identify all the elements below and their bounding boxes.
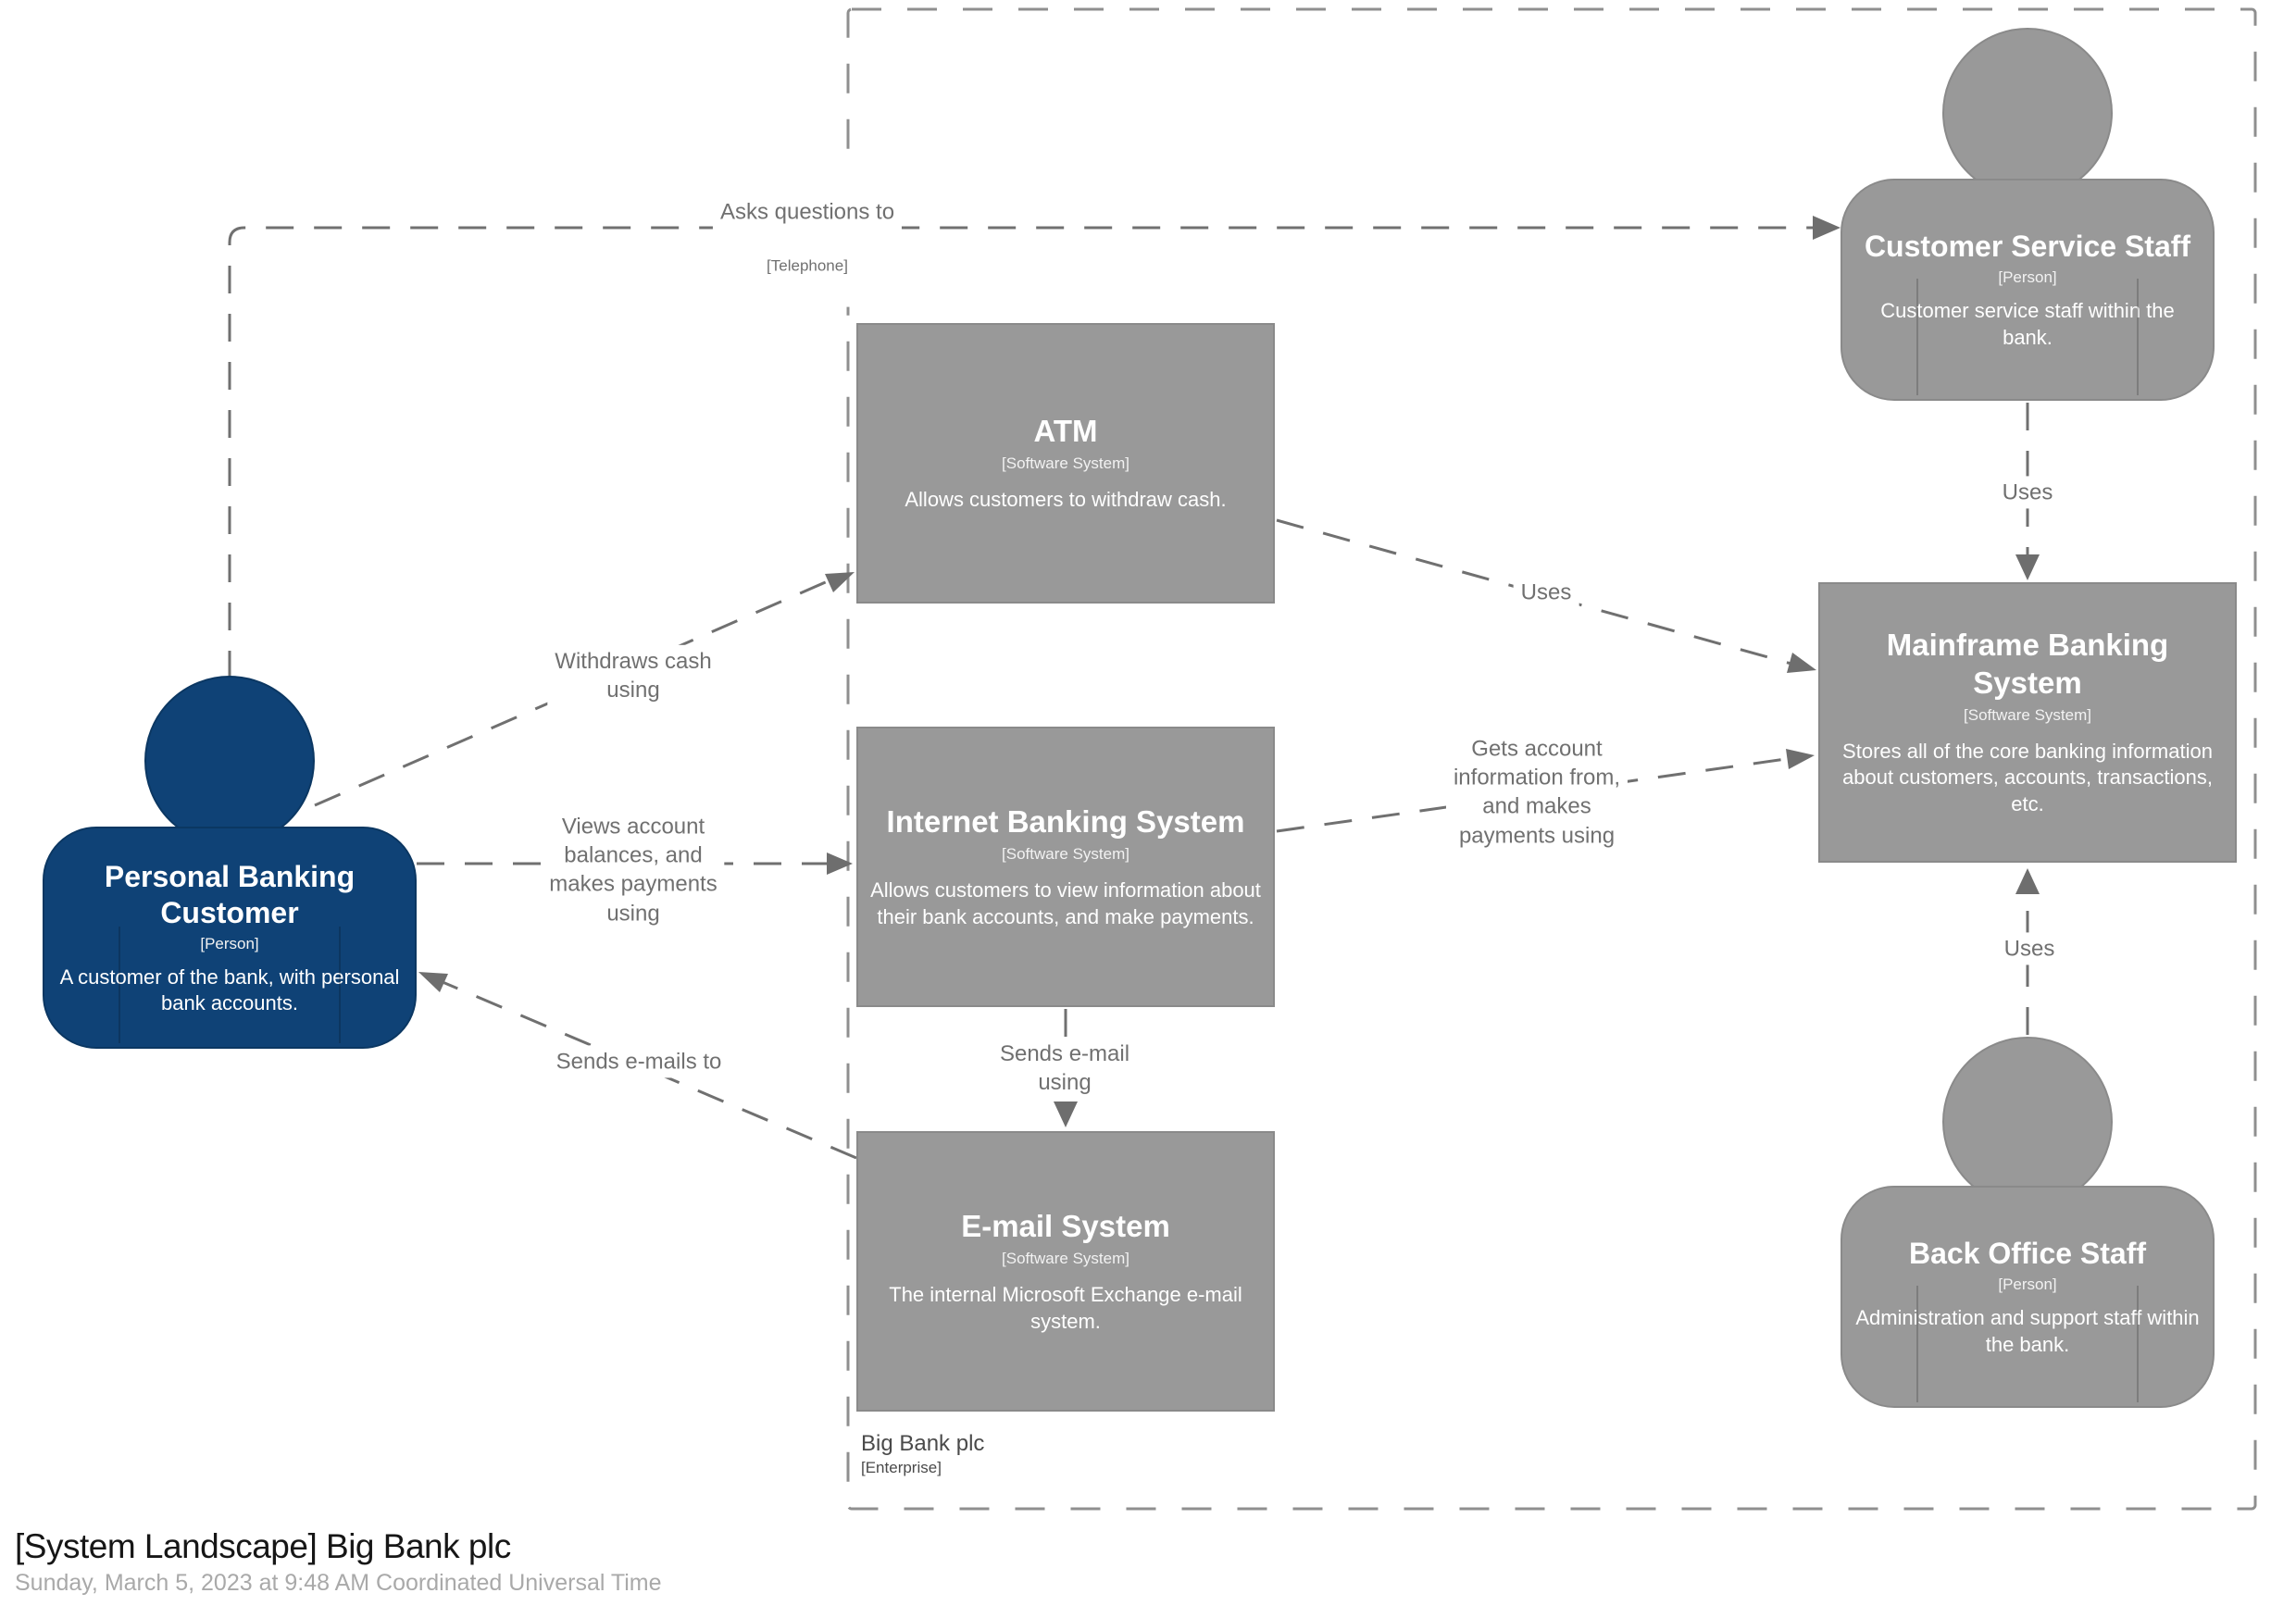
arrowhead-sends-email-using: [1054, 1101, 1078, 1127]
enterprise-boundary: [846, 7, 2257, 1511]
system-email-desc: The internal Microsoft Exchange e-mail s…: [889, 1283, 1242, 1333]
system-mainframe-meta: [Software System]: [1964, 705, 2091, 724]
system-box-email: E-mail System [Software System] The inte…: [856, 1131, 1275, 1412]
system-internet-banking-meta: [Software System]: [1002, 845, 1129, 864]
system-email-name: E-mail System: [961, 1208, 1170, 1243]
person-customer-service-meta: [Person]: [1998, 268, 2057, 287]
person-customer-service-desc: Customer service staff within the bank.: [1880, 299, 2175, 349]
diagram-title: [System Landscape] Big Bank plc: [15, 1527, 511, 1565]
person-customer-service-arm-right: [2137, 279, 2139, 395]
person-back-office-name: Back Office Staff: [1908, 1237, 2147, 1271]
system-box-atm: ATM [Software System] Allows customers t…: [856, 323, 1275, 604]
arrowhead-sends-emails: [418, 972, 448, 992]
person-customer-meta: [Person]: [200, 934, 259, 952]
enterprise-boundary-label: Big Bank plc [Enterprise]: [861, 1431, 984, 1477]
rel-line-sends-emails: [442, 980, 857, 1160]
person-customer-service-name: Customer Service Staff: [1864, 230, 2191, 264]
person-customer-head: [144, 676, 315, 846]
rel-label-sends-emails: Sends e-mails to: [548, 1045, 730, 1078]
arrowhead-customer-service-uses: [2015, 554, 2040, 580]
system-atm-name: ATM: [1033, 414, 1098, 449]
rel-label-asks-questions-meta: [Telephone]: [767, 256, 848, 275]
system-mainframe-desc: Stores all of the core banking informati…: [1842, 739, 2213, 816]
rel-label-views-balances: Views account balances, and makes paymen…: [542, 810, 725, 930]
system-internet-banking-desc: Allows customers to view information abo…: [870, 878, 1261, 928]
arrowhead-views-balances: [827, 853, 853, 875]
rel-label-sends-email-using: Sends e-mail using: [992, 1037, 1138, 1100]
rel-line-asks-questions: [228, 226, 1820, 678]
person-back-office-body: Back Office Staff [Person] Administratio…: [1841, 1186, 2215, 1408]
rel-label-withdraws-cash: Withdraws cash using: [547, 644, 719, 707]
system-internet-banking-name: Internet Banking System: [886, 803, 1245, 839]
person-back-office-head: [1942, 1037, 2113, 1207]
system-box-mainframe: Mainframe Banking System [Software Syste…: [1818, 582, 2237, 863]
enterprise-name: Big Bank plc: [861, 1431, 985, 1456]
system-email-meta: [Software System]: [1002, 1250, 1129, 1268]
person-back-office-arm-right: [2137, 1286, 2139, 1402]
person-customer-name: Personal Banking Customer: [104, 859, 356, 929]
person-customer-arm-right: [339, 927, 341, 1043]
person-customer-service-arm-left: [1916, 279, 1918, 395]
person-customer-body: Personal Banking Customer [Person] A cus…: [43, 827, 417, 1049]
person-customer-service-head: [1942, 28, 2113, 198]
person-back-office-desc: Administration and support staff within …: [1855, 1306, 2200, 1356]
arrowhead-gets-info: [1786, 749, 1815, 769]
rel-label-back-office-uses: Uses: [1996, 932, 2063, 965]
rel-label-customer-service-uses: Uses: [1994, 476, 2061, 509]
person-customer-arm-left: [119, 927, 120, 1043]
system-box-internet-banking: Internet Banking System [Software System…: [856, 727, 1275, 1007]
enterprise-meta: [Enterprise]: [861, 1459, 942, 1476]
arrowhead-asks-questions: [1813, 216, 1841, 240]
diagram-timestamp: Sunday, March 5, 2023 at 9:48 AM Coordin…: [15, 1570, 662, 1596]
arrowhead-back-office-uses: [2015, 868, 2040, 894]
system-mainframe-name: Mainframe Banking System: [1886, 628, 2169, 700]
title-block: [System Landscape] Big Bank plc Sunday, …: [15, 1527, 662, 1597]
system-atm-desc: Allows customers to withdraw cash.: [905, 488, 1227, 512]
rel-line-atm-uses: [1276, 518, 1799, 667]
rel-label-gets-info: Gets account information from, and makes…: [1445, 732, 1628, 853]
rel-label-asks-questions: Asks questions to [Telephone]: [712, 167, 903, 307]
person-back-office-meta: [Person]: [1998, 1276, 2057, 1294]
rel-label-atm-uses: Uses: [1513, 576, 1579, 609]
person-back-office-arm-left: [1916, 1286, 1918, 1402]
rel-label-asks-questions-text: Asks questions to: [719, 199, 895, 225]
person-customer-service-body: Customer Service Staff [Person] Customer…: [1841, 179, 2215, 401]
arrowhead-atm-uses: [1787, 653, 1816, 673]
arrowhead-withdraws-cash: [825, 572, 855, 592]
system-atm-meta: [Software System]: [1002, 454, 1129, 473]
person-customer-desc: A customer of the bank, with personal ba…: [59, 965, 400, 1015]
